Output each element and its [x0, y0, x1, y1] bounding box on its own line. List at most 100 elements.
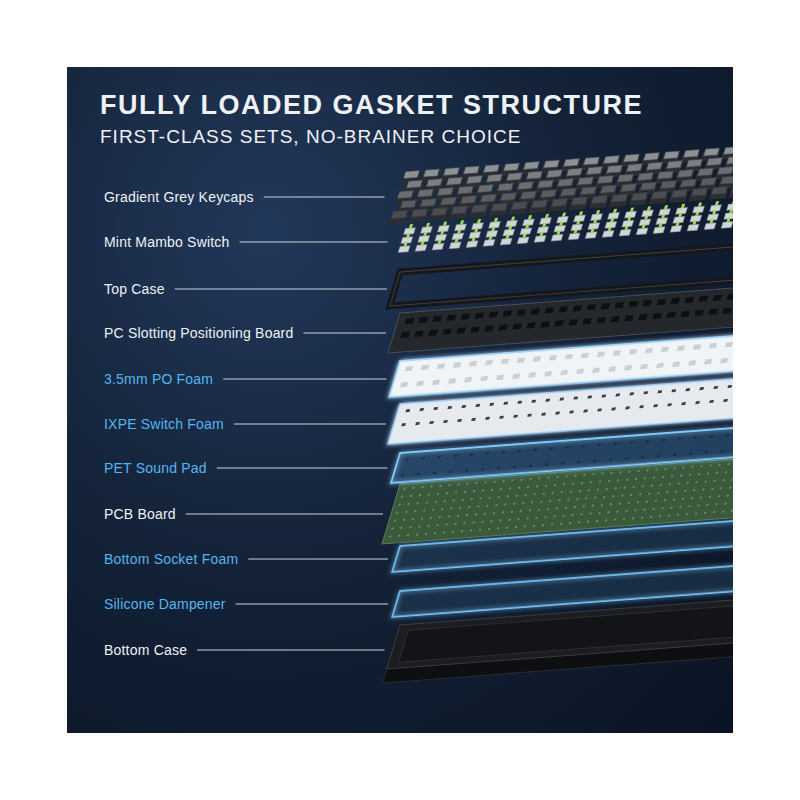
keycap-top [626, 164, 642, 172]
pcb-pad [688, 505, 691, 507]
pcb-pad [515, 526, 518, 528]
pcb-pad [463, 522, 466, 524]
cutout [417, 473, 421, 475]
pcb-pad [621, 494, 624, 496]
keycap-top [457, 186, 473, 194]
cutout [573, 305, 583, 311]
switch-housing [721, 222, 733, 229]
keycap-top [591, 196, 607, 204]
leader-line [303, 333, 386, 334]
keycap-top [686, 159, 702, 167]
keycap-top [443, 168, 459, 176]
cutout [593, 460, 597, 462]
cutout [433, 316, 443, 322]
pcb-pad [722, 510, 725, 512]
cutout [723, 399, 728, 402]
pcb-pad [537, 509, 540, 511]
leader-line [217, 468, 388, 469]
pcb-pad [612, 495, 615, 497]
cutout [727, 294, 733, 300]
keycap-top [720, 176, 733, 184]
cutout [550, 447, 554, 449]
switch-stem [440, 231, 444, 235]
pcb-pad [709, 464, 712, 466]
switch-stem [455, 238, 459, 242]
switch-stem [562, 213, 566, 217]
switch-stem [610, 218, 614, 222]
pcb-pad [614, 487, 617, 489]
cutout [722, 308, 732, 314]
switch-stem [457, 229, 461, 233]
cutout [685, 388, 690, 391]
keycap-top [580, 187, 596, 195]
switch-stem [608, 227, 612, 231]
cutout [662, 439, 666, 441]
cutout [657, 455, 661, 457]
keycap-top [511, 202, 527, 210]
pcb-pad [493, 481, 496, 483]
keycap-top [446, 177, 462, 185]
keycap-top [471, 205, 487, 213]
pcb-pad [506, 495, 509, 497]
pcb-pad [448, 484, 451, 486]
keycap-top [657, 171, 673, 179]
switch-stem [409, 224, 413, 228]
pcb-pad [591, 505, 594, 507]
keycap-top [497, 183, 513, 191]
pcb-pad [405, 511, 408, 513]
pcb-pad [630, 494, 633, 496]
pcb-pad [646, 469, 649, 471]
pcb-pad [668, 483, 671, 485]
cutout [704, 359, 712, 364]
pcb-pad [661, 507, 664, 509]
switch-stem [676, 222, 680, 226]
keycap-top [391, 211, 407, 219]
cutout [581, 353, 589, 358]
cutout [689, 453, 693, 455]
pcb-pad [468, 506, 471, 508]
pcb-pad [707, 472, 710, 474]
pcb-pad [610, 472, 613, 474]
cutout [518, 450, 522, 452]
switch-housing [534, 236, 546, 243]
switch-stem [438, 240, 442, 244]
switch-stem [576, 220, 580, 224]
cutout [545, 463, 549, 465]
pcb-pad [473, 490, 476, 492]
cutout [615, 302, 625, 308]
cutout [672, 361, 680, 366]
switch-housing [602, 231, 614, 238]
switch-stem [477, 219, 481, 223]
pcb-pad [497, 496, 500, 498]
cutout [419, 317, 429, 323]
switch-stem [664, 205, 668, 209]
cutout [406, 458, 410, 460]
pcb-pad [439, 485, 442, 487]
cutout [433, 407, 438, 410]
keycap-top [500, 193, 516, 201]
pcb-pad [626, 478, 629, 480]
cutout [671, 298, 681, 304]
cutout [517, 357, 525, 362]
cutout [666, 312, 676, 318]
pcb-pad [666, 491, 669, 493]
pcb-pad [510, 511, 513, 513]
switch-stem [693, 220, 697, 224]
cutout [422, 457, 426, 459]
switch-layer [398, 193, 733, 252]
cutout [713, 295, 723, 301]
switch-stem [715, 201, 719, 205]
pcb-pad [398, 503, 401, 505]
pcb-pad [495, 504, 498, 506]
cutout [401, 423, 406, 426]
pcb-pad [659, 484, 662, 486]
pcb-pad [455, 491, 458, 493]
keycap-top [537, 180, 553, 188]
cutout [464, 377, 472, 382]
cutout [688, 360, 696, 365]
pcb-pad [605, 488, 608, 490]
cutout [713, 386, 718, 389]
pcb-pad [698, 473, 701, 475]
pcb-pad [596, 520, 599, 522]
cutout [598, 444, 602, 446]
